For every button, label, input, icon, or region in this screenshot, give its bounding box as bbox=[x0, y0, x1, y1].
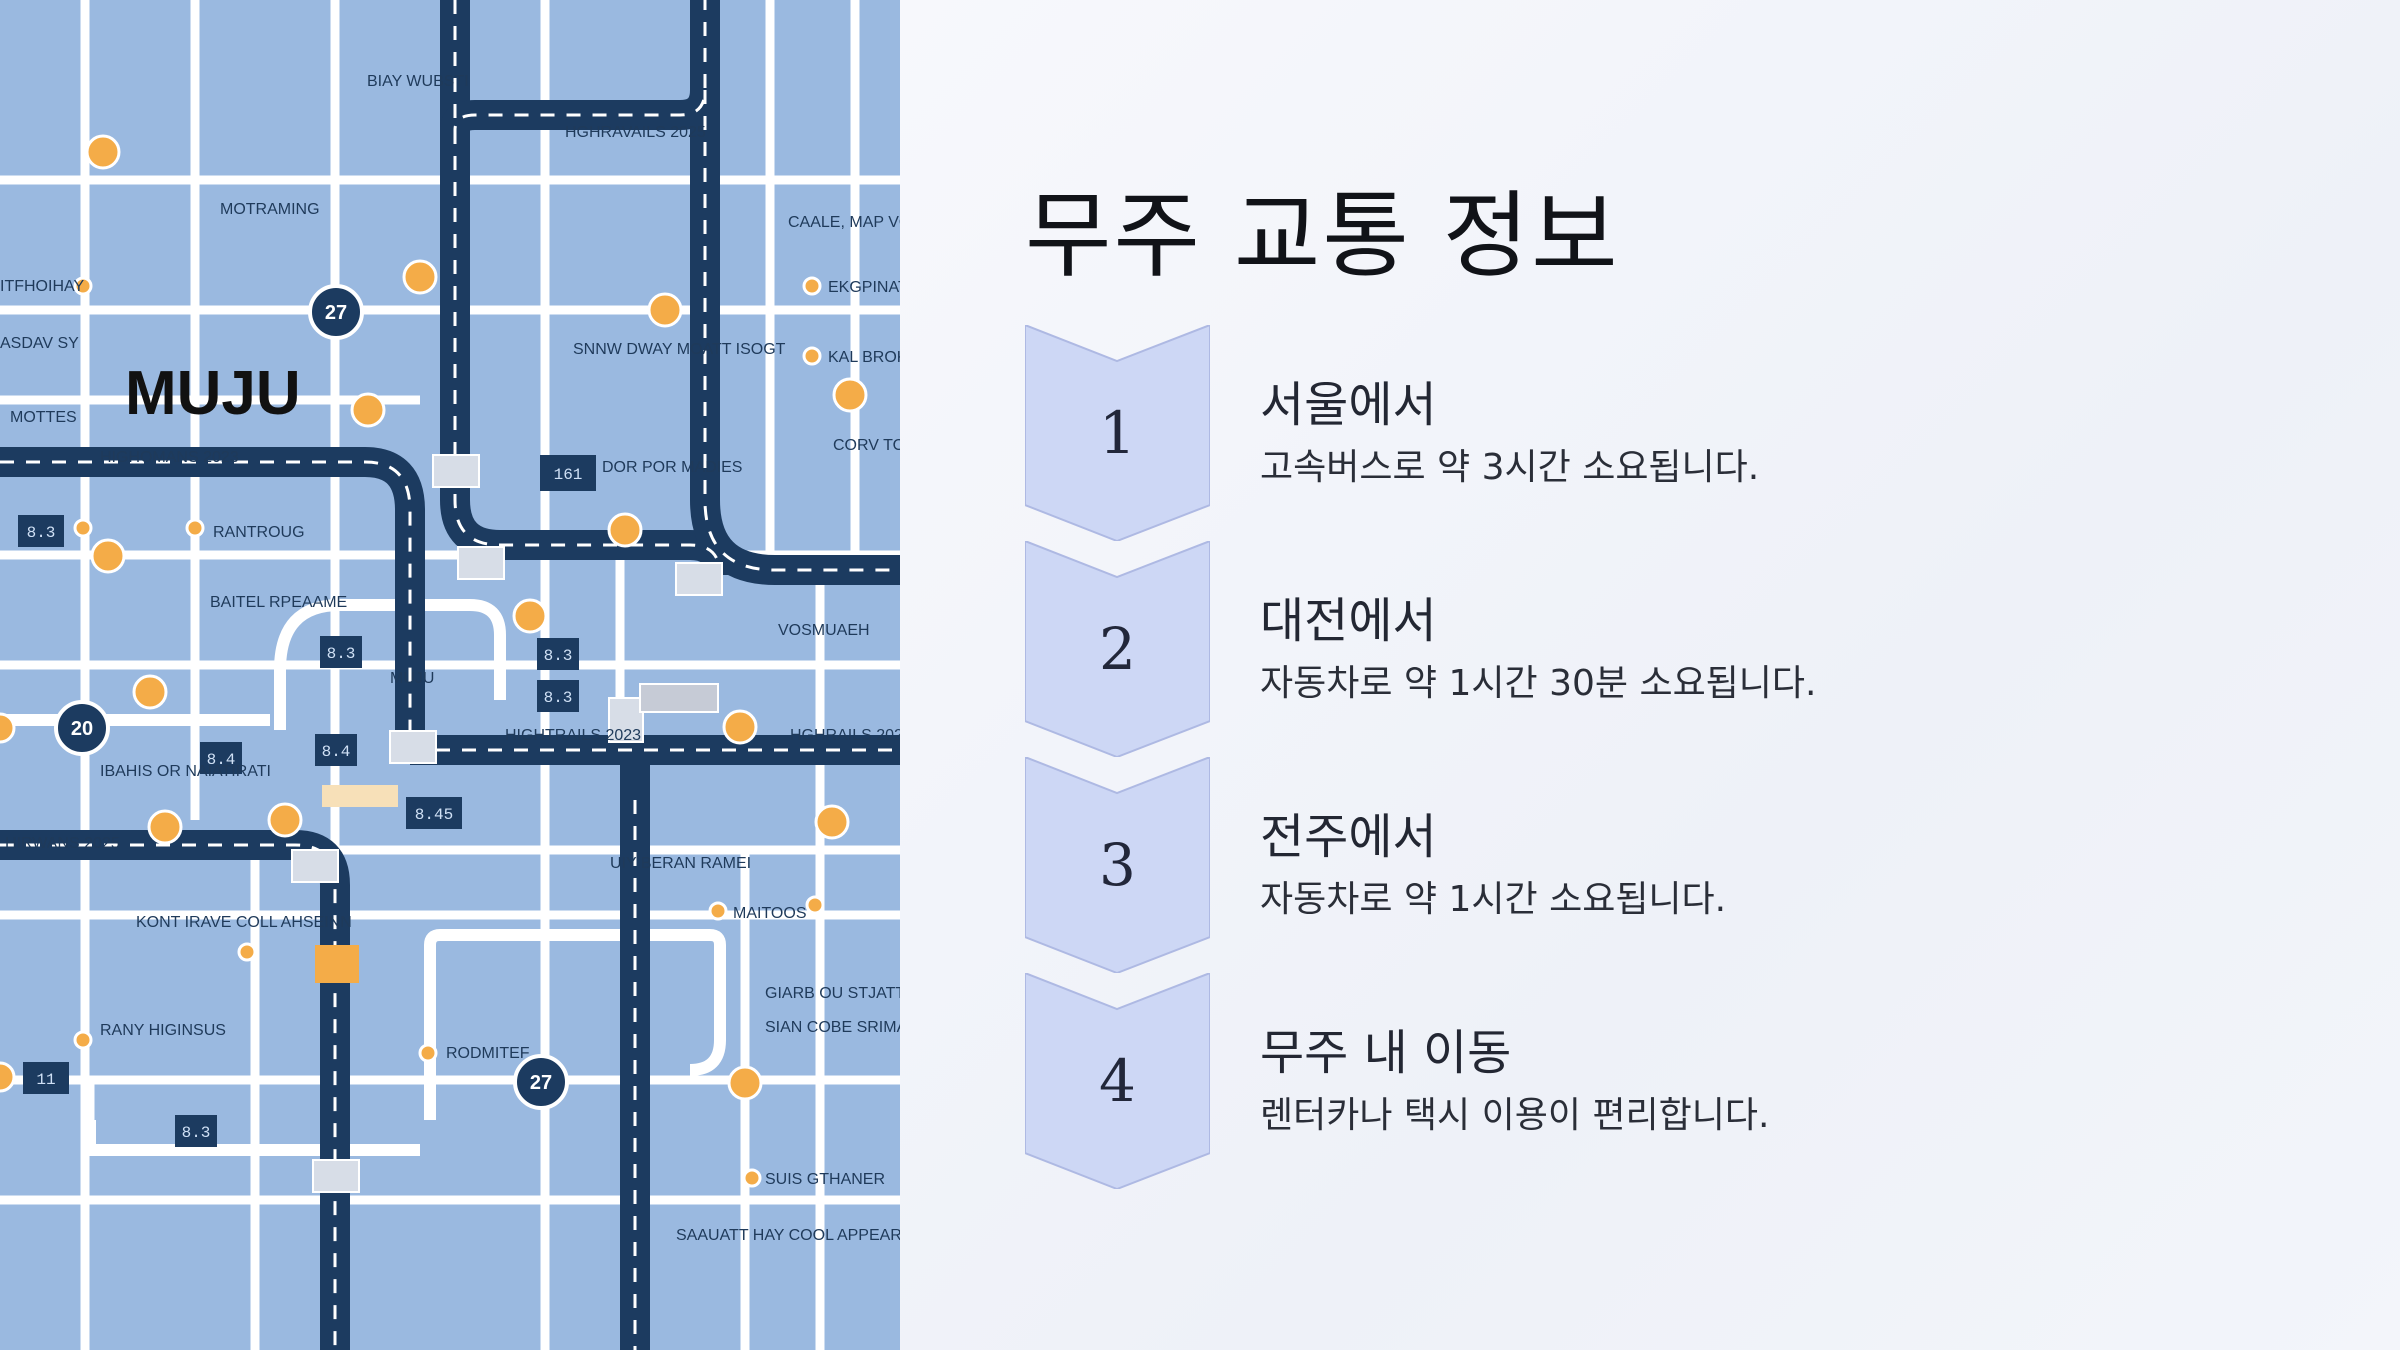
svg-text:RANTROUG: RANTROUG bbox=[213, 524, 305, 541]
step-description: 자동차로 약 1시간 30분 소요됩니다. bbox=[1260, 663, 1817, 704]
step-description: 고속버스로 약 3시간 소요됩니다. bbox=[1260, 447, 1760, 488]
svg-text:KAL BROKA: KAL BROKA bbox=[828, 349, 900, 366]
step-2: 2 대전에서 자동차로 약 1시간 30분 소요됩니다. bbox=[1025, 541, 2325, 757]
svg-text:HIRWANS 2025: HIRWANS 2025 bbox=[5, 835, 120, 852]
svg-text:IBAHIS OR NAIATIRATI: IBAHIS OR NAIATIRATI bbox=[100, 763, 271, 780]
map-graphic: 27 20 27 161 8.3 8.3 8.3 8.3 bbox=[0, 0, 900, 1350]
svg-text:SNNW DWAY MOATT ISOGT: SNNW DWAY MOATT ISOGT bbox=[573, 341, 786, 358]
step-heading: 서울에서 bbox=[1260, 377, 1437, 433]
svg-text:MAITOOS: MAITOOS bbox=[733, 905, 807, 922]
svg-text:MOTRAMING: MOTRAMING bbox=[220, 201, 320, 218]
svg-text:MUJU: MUJU bbox=[390, 670, 434, 687]
chevron-icon bbox=[1025, 757, 1210, 973]
poi-markers bbox=[0, 134, 868, 1188]
svg-text:KONT IRAVE COLL AHSEINN: KONT IRAVE COLL AHSEINN bbox=[136, 914, 352, 931]
lane-markings bbox=[0, 0, 900, 1350]
svg-text:8.3: 8.3 bbox=[544, 647, 573, 665]
svg-text:HIGHTRAILS 2023: HIGHTRAILS 2023 bbox=[505, 727, 641, 744]
svg-text:CORV TO MLOA: CORV TO MLOA bbox=[833, 437, 900, 454]
step-1: 1 서울에서 고속버스로 약 3시간 소요됩니다. bbox=[1025, 325, 2325, 541]
step-3: 3 전주에서 자동차로 약 1시간 소요됩니다. bbox=[1025, 757, 2325, 973]
svg-text:VOSMUAEH: VOSMUAEH bbox=[778, 622, 870, 639]
svg-text:BIAY WUBSTI: BIAY WUBSTI bbox=[367, 73, 469, 90]
svg-text:CAALE, MAP VOL MONIAL.: CAALE, MAP VOL MONIAL. bbox=[788, 214, 900, 231]
svg-text:8.4: 8.4 bbox=[207, 751, 236, 769]
svg-text:UIY BERAN RAMEI: UIY BERAN RAMEI bbox=[610, 855, 751, 872]
slide-panel: 무주 교통 정보 1 서울에서 고속버스로 약 3시간 소요됩니다. 2 대전에… bbox=[900, 0, 2400, 1350]
svg-text:27: 27 bbox=[530, 1072, 552, 1094]
chevron-icon bbox=[1025, 325, 1210, 541]
step-number: 3 bbox=[1099, 831, 1136, 899]
step-heading: 무주 내 이동 bbox=[1260, 1025, 1512, 1081]
chevron-icon bbox=[1025, 541, 1210, 757]
svg-text:ASDAV SY: ASDAV SY bbox=[0, 335, 79, 352]
svg-text:BAITEL RPEAAME: BAITEL RPEAAME bbox=[210, 594, 347, 611]
svg-text:MUJU: MUJU bbox=[125, 359, 301, 428]
step-number: 2 bbox=[1099, 615, 1136, 683]
svg-text:HGHRAVAILS 2025: HGHRAVAILS 2025 bbox=[565, 124, 706, 141]
svg-text:8.4: 8.4 bbox=[322, 743, 351, 761]
svg-text:11: 11 bbox=[36, 1071, 55, 1089]
svg-text:161: 161 bbox=[554, 466, 583, 484]
route-circle-1: 27 bbox=[308, 284, 364, 340]
chevron-icon bbox=[1025, 973, 1210, 1189]
svg-text:RODMITEF: RODMITEF bbox=[446, 1045, 530, 1062]
svg-text:27: 27 bbox=[325, 302, 347, 324]
route-circle-2: 20 bbox=[54, 700, 110, 756]
svg-text:SUIS GTHANER: SUIS GTHANER bbox=[765, 1171, 885, 1188]
svg-text:SIAN COBE SRIMAIC: SIAN COBE SRIMAIC bbox=[765, 1019, 900, 1036]
svg-text:DOR POR MADIES: DOR POR MADIES bbox=[602, 459, 742, 476]
step-number: 1 bbox=[1099, 399, 1136, 467]
step-4: 4 무주 내 이동 렌터카나 택시 이용이 편리합니다. bbox=[1025, 973, 2325, 1189]
route-boxes: 161 8.3 8.3 8.3 8.3 8.4 8.4 8.45 8.3 11 bbox=[18, 455, 596, 1147]
svg-text:8.3: 8.3 bbox=[544, 689, 573, 707]
svg-text:ITFHOIHAY: ITFHOIHAY bbox=[0, 278, 84, 295]
city-map: 27 20 27 161 8.3 8.3 8.3 8.3 bbox=[0, 0, 900, 1350]
svg-text:RANY HIGINSUS: RANY HIGINSUS bbox=[100, 1022, 226, 1039]
step-number: 4 bbox=[1099, 1047, 1136, 1115]
svg-text:HGHRAILS 2025: HGHRAILS 2025 bbox=[790, 727, 900, 744]
step-heading: 대전에서 bbox=[1260, 593, 1437, 649]
slide-title: 무주 교통 정보 bbox=[1025, 182, 1620, 291]
svg-text:20: 20 bbox=[71, 718, 93, 740]
svg-text:HIGHOMANS 2023: HIGHOMANS 2023 bbox=[100, 449, 239, 466]
svg-text:EKGPINAT: EKGPINAT bbox=[828, 279, 900, 296]
svg-text:8.45: 8.45 bbox=[415, 806, 453, 824]
toll-gates bbox=[291, 454, 723, 1193]
svg-text:8.3: 8.3 bbox=[27, 524, 56, 542]
step-heading: 전주에서 bbox=[1260, 809, 1437, 865]
step-description: 자동차로 약 1시간 소요됩니다. bbox=[1260, 879, 1727, 920]
svg-text:8.3: 8.3 bbox=[182, 1124, 211, 1142]
route-circle-3: 27 bbox=[513, 1054, 569, 1110]
step-description: 렌터카나 택시 이용이 편리합니다. bbox=[1260, 1095, 1770, 1136]
svg-text:GIARB OU STJATTANG: GIARB OU STJATTANG bbox=[765, 985, 900, 1002]
svg-text:MOTTES: MOTTES bbox=[10, 409, 77, 426]
svg-text:8.3: 8.3 bbox=[327, 645, 356, 663]
svg-text:SAAUATT HAY COOL APPEARNCE.: SAAUATT HAY COOL APPEARNCE. bbox=[676, 1227, 900, 1244]
